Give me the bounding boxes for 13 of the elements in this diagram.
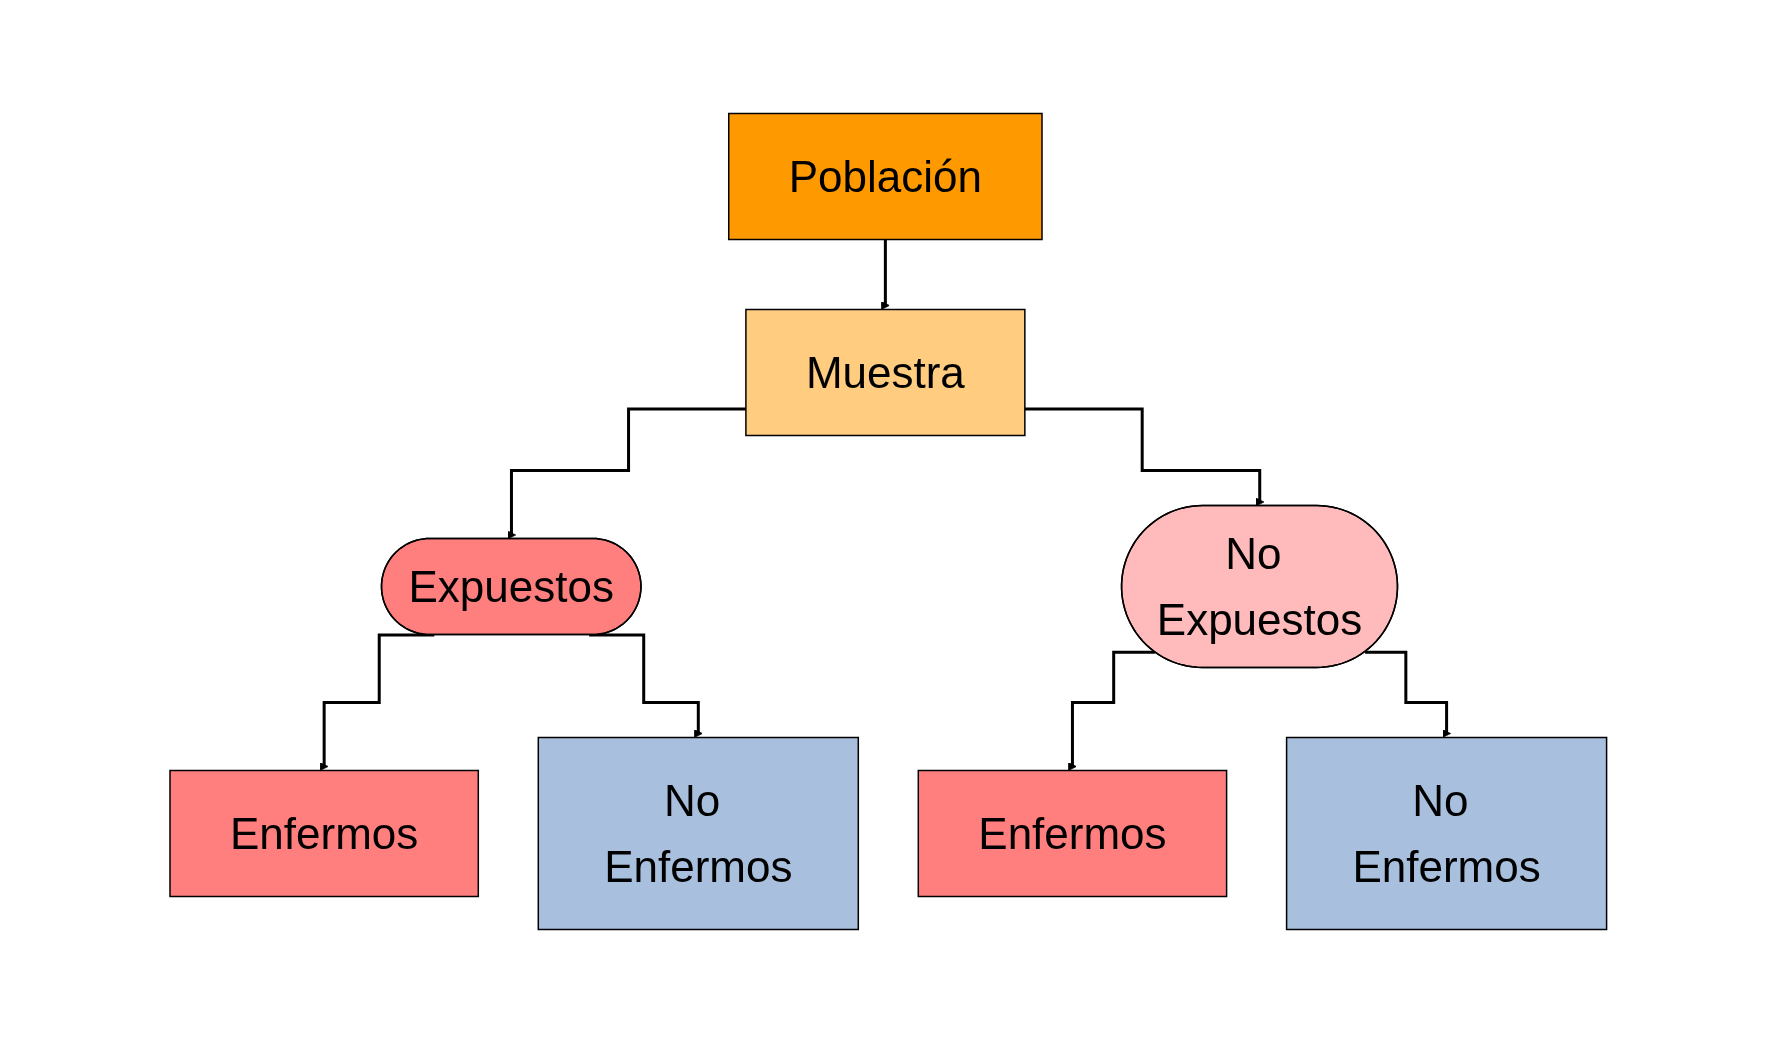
- node-box: Muestra: [744, 308, 1026, 437]
- arrow: [1067, 650, 1155, 771]
- arrow: [1024, 407, 1265, 507]
- arrow: [1364, 650, 1451, 738]
- node-box: No Enfermos: [537, 736, 859, 931]
- node-box: No Enfermos: [1285, 736, 1608, 931]
- arrow: [507, 407, 746, 540]
- arrow: [319, 633, 434, 771]
- node-box: Enfermos: [917, 769, 1228, 898]
- arrow: [588, 633, 703, 738]
- node-box: Población: [727, 112, 1043, 241]
- arrow: [880, 238, 890, 310]
- node-box: Enfermos: [168, 769, 479, 898]
